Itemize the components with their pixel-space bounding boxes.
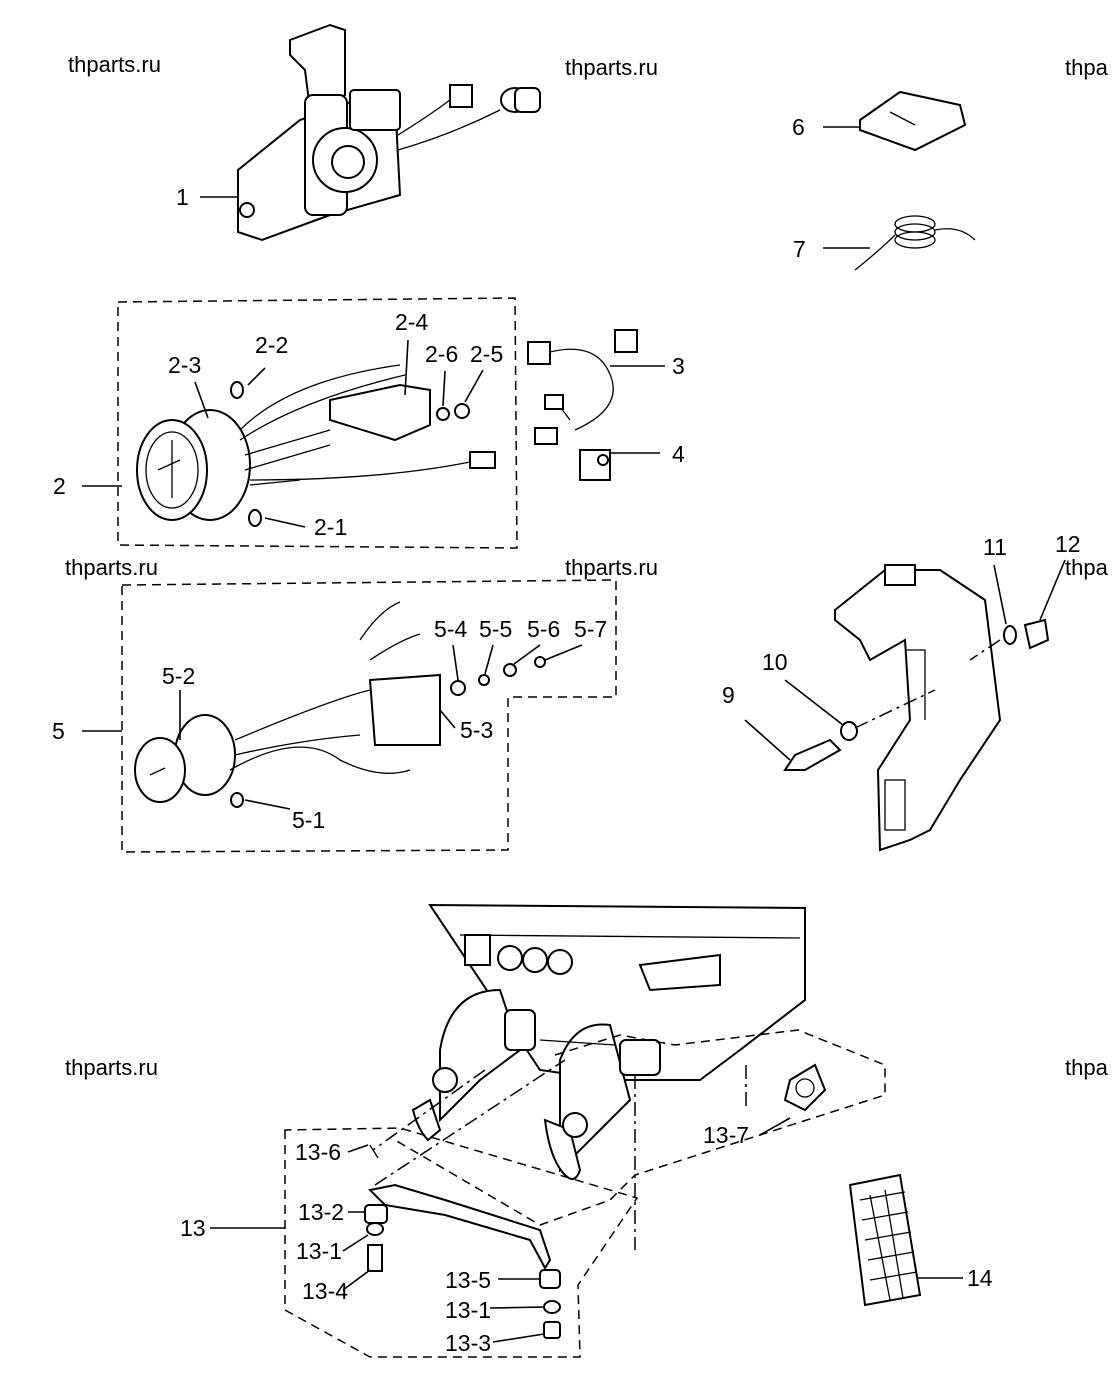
label-2-6: 2-6 <box>425 341 458 367</box>
part-14-label-sheet <box>848 1173 922 1307</box>
label-2-4: 2-4 <box>395 309 428 335</box>
leader-lines <box>82 126 1066 1343</box>
gauge-5 <box>134 601 546 808</box>
group-2-boundary <box>117 297 518 549</box>
label-13-1: 13-1 <box>296 1238 342 1264</box>
label-13-4: 13-4 <box>302 1278 348 1304</box>
part-6-pad <box>859 90 967 152</box>
label-13-2: 13-2 <box>298 1199 344 1225</box>
watermark: thparts.ru <box>565 555 658 580</box>
remote-control-box <box>237 23 541 242</box>
group-13-7-boundary <box>394 1029 886 1226</box>
label-2-5: 2-5 <box>470 341 503 367</box>
label-7: 7 <box>793 236 806 262</box>
watermark: thparts.ru <box>68 52 161 77</box>
watermark: thpa <box>1065 555 1109 580</box>
label-5-1: 5-1 <box>292 807 325 833</box>
label-5-7: 5-7 <box>574 616 607 642</box>
label-12: 12 <box>1055 531 1081 557</box>
part-3-harness <box>527 329 638 445</box>
group-13-boundary <box>284 1127 639 1358</box>
label-13: 13 <box>180 1215 206 1241</box>
label-1: 1 <box>176 184 189 210</box>
gauge-2 <box>136 364 496 527</box>
label-14: 14 <box>967 1265 993 1291</box>
part-4-clip <box>579 449 611 481</box>
label-4: 4 <box>672 441 685 467</box>
label-5-4: 5-4 <box>434 616 467 642</box>
part-labels: 1 6 7 2 2-1 2-2 2-3 2-4 2-5 2-6 3 4 5 5-… <box>52 114 1081 1356</box>
label-13-3: 13-3 <box>445 1330 491 1356</box>
label-2: 2 <box>53 473 66 499</box>
watermark: thparts.ru <box>565 55 658 80</box>
label-13-5: 13-5 <box>445 1267 491 1293</box>
label-5-6: 5-6 <box>527 616 560 642</box>
assembly-centerlines <box>372 1059 747 1250</box>
label-13-1: 13-1 <box>445 1297 491 1323</box>
label-2-1: 2-1 <box>314 514 347 540</box>
group-13-parts <box>364 1144 561 1339</box>
label-3: 3 <box>672 353 685 379</box>
watermark: thparts.ru <box>65 555 158 580</box>
label-13-6: 13-6 <box>295 1139 341 1165</box>
label-10: 10 <box>762 649 788 675</box>
engine-steering <box>411 903 827 1180</box>
label-2-2: 2-2 <box>255 332 288 358</box>
label-2-3: 2-3 <box>168 352 201 378</box>
label-11: 11 <box>983 534 1007 560</box>
watermark: thpa <box>1065 1055 1109 1080</box>
bracket-assembly <box>783 564 1050 852</box>
part-7-spring <box>854 215 976 271</box>
watermark: thpa <box>1065 55 1109 80</box>
label-6: 6 <box>792 114 805 140</box>
watermark: thparts.ru <box>65 1055 158 1080</box>
label-13-7: 13-7 <box>703 1122 749 1148</box>
label-5-2: 5-2 <box>162 663 195 689</box>
label-5-5: 5-5 <box>479 616 512 642</box>
label-5: 5 <box>52 718 65 744</box>
label-5-3: 5-3 <box>460 717 493 743</box>
label-9: 9 <box>722 682 735 708</box>
